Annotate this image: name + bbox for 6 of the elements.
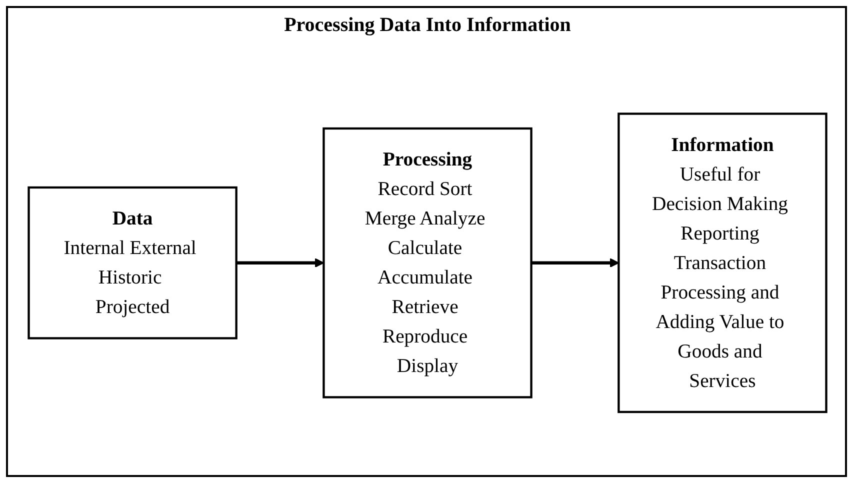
- node-box: Data Internal External Historic Projected: [28, 186, 238, 339]
- arrow: [531, 258, 620, 268]
- node-box: Processing Record Sort Merge Analyze Calculate Accumulate Retrieve Reproduce Display: [322, 127, 532, 398]
- diagram-title: Processing Data Into Information: [283, 14, 572, 37]
- arrow: [236, 258, 324, 268]
- node-box: Information Useful for Decision Making Reporting Transaction Processing and Adding Value to Goods and Services: [618, 112, 828, 413]
